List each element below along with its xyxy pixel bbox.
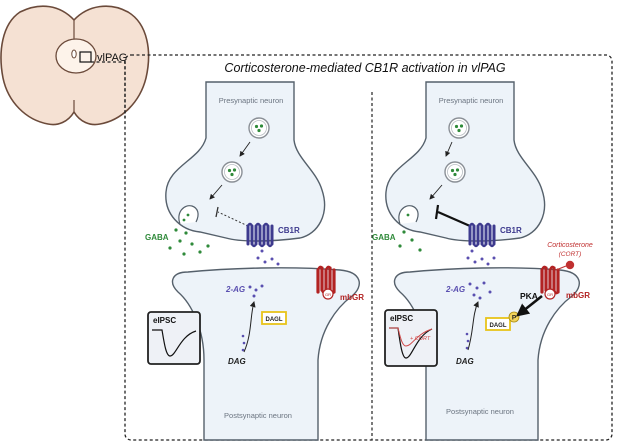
- vesicle: [444, 161, 466, 183]
- presynaptic-label: Presynaptic neuron: [219, 96, 284, 105]
- cb1r-label: CB1R: [278, 226, 300, 235]
- gaba-label: GABA: [372, 233, 396, 242]
- panel-control: Presynaptic neuron CB1R GABA Postsynapti…: [145, 81, 364, 441]
- gaba-molecules: [168, 228, 210, 256]
- eipsc-trace-cort: [389, 327, 433, 347]
- dag-molecules: [241, 334, 246, 352]
- eipsc-inset: [147, 311, 201, 365]
- gaba-label: GABA: [145, 233, 169, 242]
- mbgr-label: mbGR: [340, 293, 364, 302]
- vlpag-label: vlPAG: [97, 52, 127, 64]
- cort-trace-label: + CORT: [410, 336, 431, 342]
- eipsc-trace-baseline: [389, 327, 433, 359]
- pka-arrow: [515, 294, 543, 317]
- dag-label: DAG: [228, 357, 246, 366]
- eipsc-trace: [152, 329, 197, 357]
- panel-cort: Presynaptic neuron CB1R GABA Postsynapti…: [372, 81, 593, 441]
- svg-text:GR: GR: [325, 292, 331, 297]
- vlpag-box: [79, 51, 92, 63]
- dag-molecules: [465, 332, 470, 350]
- mbgr-label: mbGR: [566, 291, 590, 300]
- vesicle: [448, 117, 470, 139]
- dagl-box: [261, 311, 287, 325]
- two-ag-molecules: [466, 249, 496, 300]
- pka-label: PKA: [520, 291, 538, 301]
- eipsc-inset: [384, 309, 438, 367]
- dag-label: DAG: [456, 357, 474, 366]
- gaba-molecules: [398, 230, 422, 252]
- main-frame: [124, 54, 613, 441]
- postsynaptic-neuron: [393, 267, 580, 441]
- two-ag-molecules: [248, 249, 280, 298]
- two-ag-label: 2-AG: [225, 285, 245, 294]
- gr-tag: GR: [547, 292, 553, 297]
- cb1r-label: CB1R: [500, 226, 522, 235]
- vesicle: [248, 117, 270, 139]
- dagl-box: [485, 317, 511, 331]
- cb1r-receptor: [246, 222, 274, 248]
- postsynaptic-label: Postsynaptic neuron: [224, 411, 292, 420]
- cort-abbrev-label: (CORT): [559, 251, 582, 258]
- cb1r-receptor: [468, 222, 496, 248]
- vesicle: [221, 161, 243, 183]
- figure-title: Corticosterone-mediated CB1R activation …: [224, 61, 505, 75]
- aqueduct: [71, 49, 77, 59]
- dagl-label: DAGL: [266, 317, 283, 323]
- presynaptic-label: Presynaptic neuron: [439, 96, 504, 105]
- corticosterone-molecule: [565, 260, 575, 270]
- eipsc-label: eIPSC: [390, 314, 413, 323]
- eipsc-label: eIPSC: [153, 316, 176, 325]
- two-ag-label: 2-AG: [445, 285, 465, 294]
- corticosterone-label: Corticosterone: [547, 242, 593, 249]
- dagl-label: DAGL: [490, 323, 507, 329]
- phospho-label: P: [512, 315, 517, 322]
- postsynaptic-neuron: [171, 267, 360, 441]
- postsynaptic-label: Postsynaptic neuron: [446, 407, 514, 416]
- brain-section: vlPAG: [0, 5, 150, 126]
